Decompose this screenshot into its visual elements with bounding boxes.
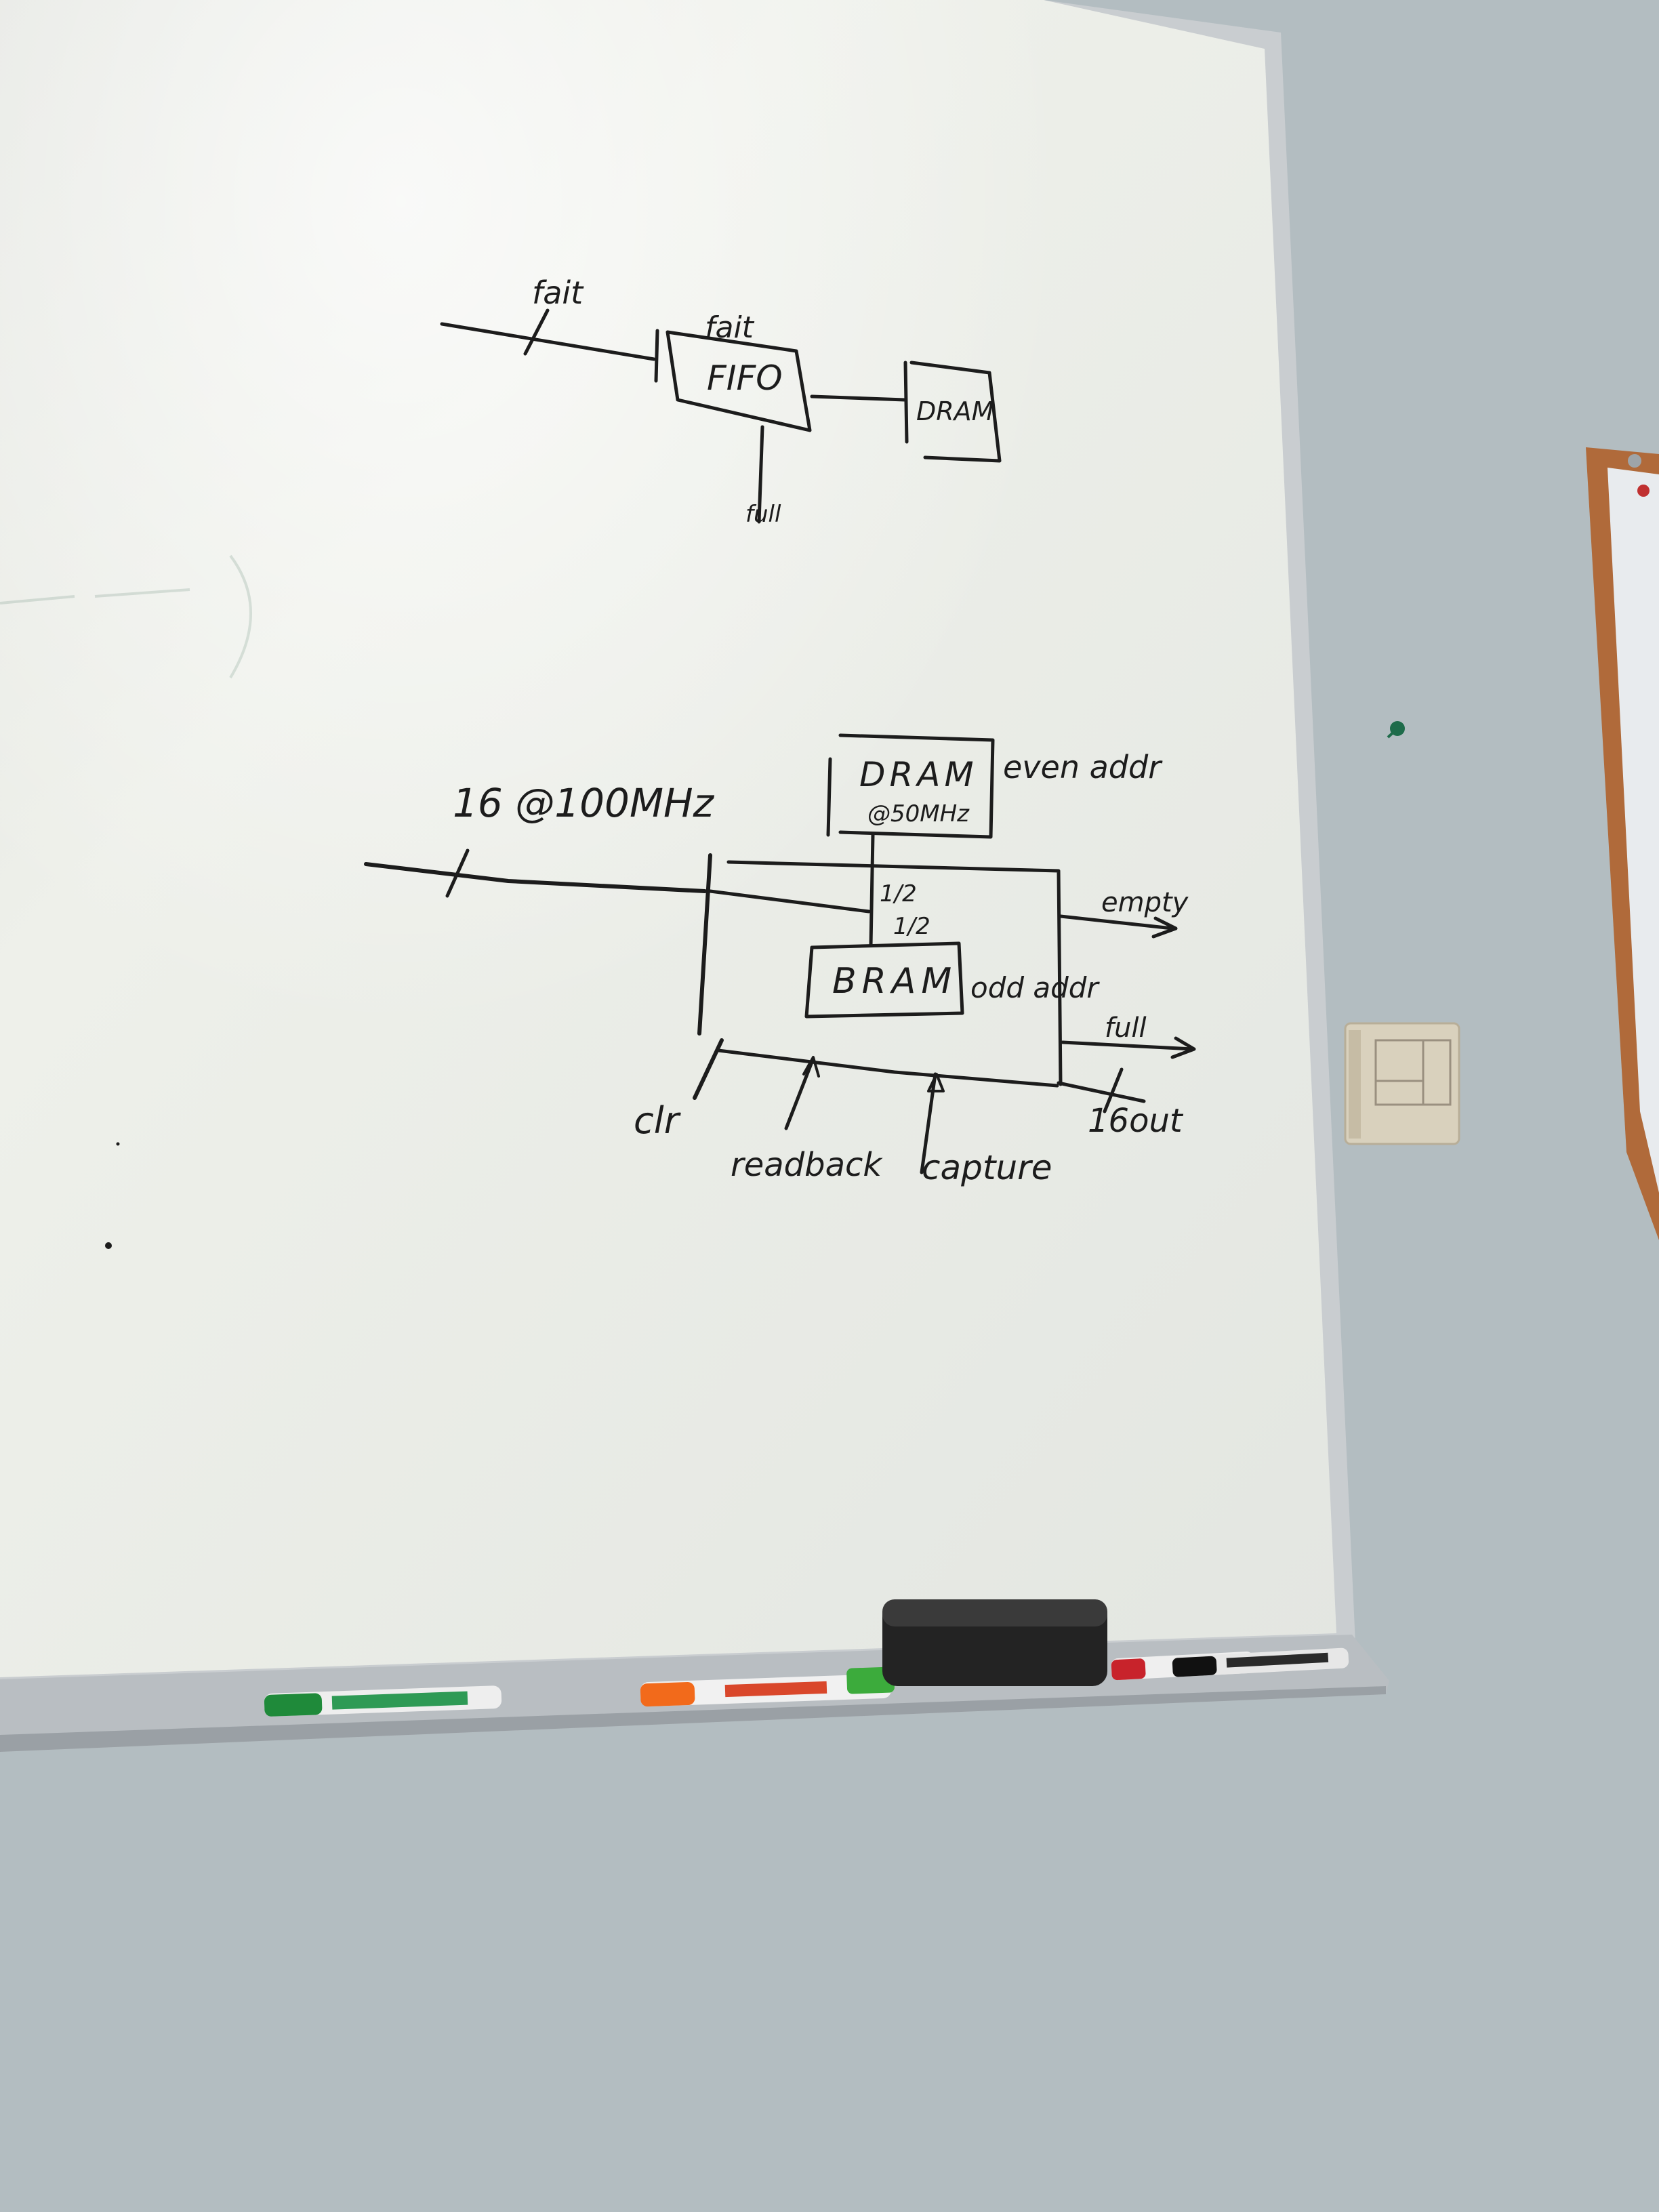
output-empty-label: empty: [1101, 887, 1189, 918]
output-bus-label: 16out: [1088, 1102, 1184, 1140]
fifo-label: FIFO: [707, 359, 783, 398]
pin-icon: [1628, 454, 1641, 468]
bram-side-label: odd addr: [970, 971, 1100, 1004]
top-input-wire: [440, 322, 656, 361]
control-capture-label: capture: [922, 1148, 1052, 1187]
full-wire: [757, 425, 764, 524]
ink-dot: [105, 1242, 112, 1249]
eraser: [882, 1599, 1107, 1686]
bus-slash: [1103, 1067, 1124, 1113]
fifo-left-bar: [654, 329, 659, 383]
block-bottom-edge: [716, 1048, 1059, 1088]
dram-box: [838, 733, 995, 839]
dram-bram-wire: [869, 833, 875, 947]
corkboard: [1586, 447, 1659, 1240]
dram-left-bar: [826, 757, 832, 837]
control-readback-label: readback: [731, 1146, 883, 1184]
clr-wire: [693, 1038, 724, 1100]
input-label: 16 @100MHz: [453, 780, 715, 826]
dram-box-small: [909, 361, 1002, 463]
arrow-right-icon: [1170, 1036, 1196, 1059]
bottom-diagram: 16 @100MHz DRAM @50MHz even addr 1/2 1/2…: [364, 733, 1196, 1187]
tray-items: [264, 1599, 1349, 1717]
dram-clock-label: @50MHz: [867, 800, 970, 827]
block-left-bar: [697, 853, 712, 1036]
dram-left-bar: [903, 361, 909, 444]
control-clr-label: clr: [634, 1099, 681, 1142]
pin-icon: [1637, 485, 1650, 497]
top-input-label: fait: [532, 274, 584, 311]
arrow-right-icon: [1151, 916, 1178, 939]
push-pin-icon: [1387, 721, 1405, 739]
top-output-label: full: [745, 501, 781, 528]
dram-label: DRAM: [859, 755, 978, 794]
bus-slash: [445, 848, 470, 898]
readback-wire: [784, 1057, 815, 1130]
black-marker: [1172, 1647, 1349, 1677]
ink-dot: [116, 1142, 120, 1146]
fifo-box: [665, 330, 812, 432]
empty-wire: [1059, 914, 1174, 930]
green-marker: [264, 1685, 502, 1717]
top-diagram: fait fait FIFO DRAM full: [440, 274, 1002, 528]
bus-slash: [523, 308, 550, 356]
main-block: [726, 860, 1063, 1086]
internal-wire: [708, 889, 871, 914]
ratio-lower: 1/2: [893, 913, 930, 940]
ratio-upper: 1/2: [880, 880, 917, 907]
bram-label: BRAM: [832, 961, 957, 1002]
clock-edge-icon: [802, 1056, 820, 1078]
input-bus-wire: [364, 862, 707, 893]
fifo-top-label: fait: [705, 310, 755, 345]
fifo-dram-wire: [810, 394, 907, 402]
erased-marks: [0, 554, 252, 679]
thermostat: [1344, 1022, 1460, 1145]
orange-marker: [640, 1666, 895, 1707]
top-dram-label: DRAM: [916, 396, 994, 426]
full-wire: [1061, 1040, 1195, 1051]
out-bus-wire: [1057, 1081, 1146, 1103]
dram-side-label: even addr: [1003, 749, 1163, 785]
output-full-label: full: [1105, 1012, 1147, 1044]
bram-box: [804, 941, 964, 1019]
clock-edge-icon: [927, 1073, 945, 1092]
